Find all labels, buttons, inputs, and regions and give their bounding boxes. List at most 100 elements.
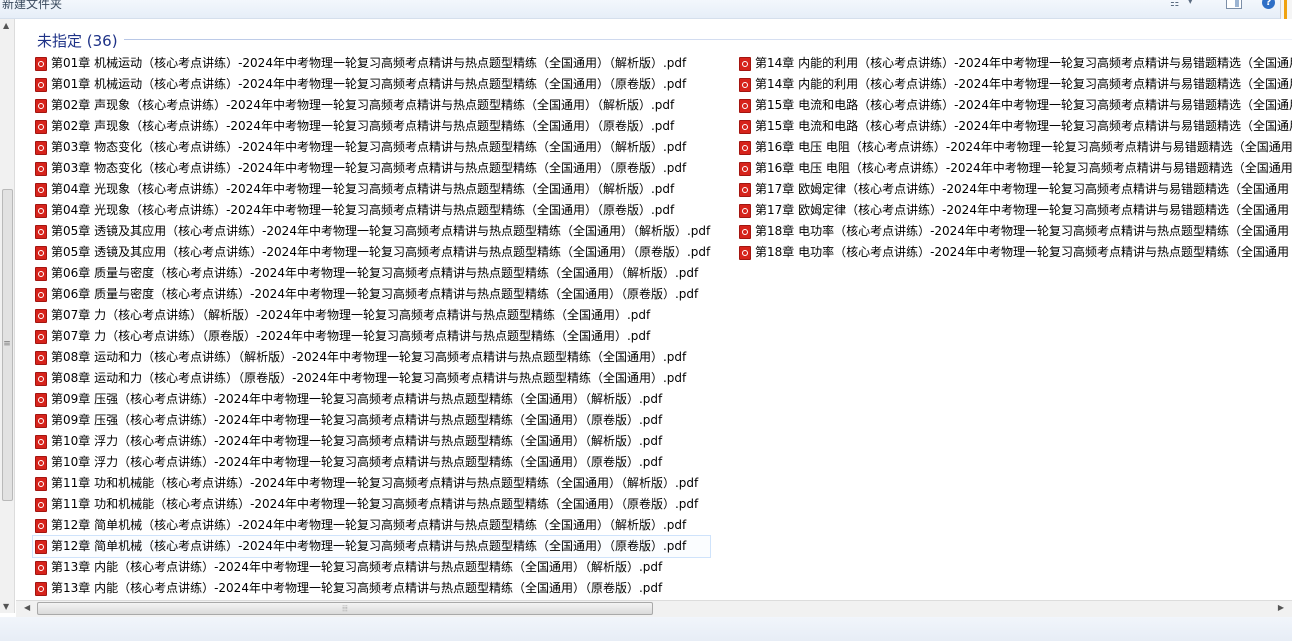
file-item[interactable]: 第05章 透镜及其应用（核心考点讲练）-2024年中考物理一轮复习高频考点精讲与… <box>33 242 710 263</box>
pdf-file-icon <box>35 581 47 596</box>
file-item[interactable]: 第07章 力（核心考点讲练）（原卷版）-2024年中考物理一轮复习高频考点精讲与… <box>33 326 710 347</box>
file-item[interactable]: 第14章 内能的利用（核心考点讲练）-2024年中考物理一轮复习高频考点精讲与易… <box>737 53 1292 74</box>
file-item[interactable]: 第18章 电功率（核心考点讲练）-2024年中考物理一轮复习高频考点精讲与热点题… <box>737 221 1292 242</box>
nav-pane-scrollbar[interactable]: ▲ ≡ ▼ <box>0 19 15 613</box>
file-name: 第14章 内能的利用（核心考点讲练）-2024年中考物理一轮复习高频考点精讲与易… <box>755 56 1292 70</box>
file-name: 第18章 电功率（核心考点讲练）-2024年中考物理一轮复习高频考点精讲与热点题… <box>755 245 1289 259</box>
file-item[interactable]: 第14章 内能的利用（核心考点讲练）-2024年中考物理一轮复习高频考点精讲与易… <box>737 74 1292 95</box>
pdf-file-icon <box>35 56 47 71</box>
group-title[interactable]: 未指定 (36) <box>37 32 118 50</box>
pdf-file-icon <box>739 203 751 218</box>
preview-pane-icon[interactable] <box>1226 0 1242 9</box>
file-item[interactable]: 第16章 电压 电阻（核心考点讲练）-2024年中考物理一轮复习高频考点精讲与易… <box>737 158 1292 179</box>
pdf-file-icon <box>35 455 47 470</box>
file-item[interactable]: 第06章 质量与密度（核心考点讲练）-2024年中考物理一轮复习高频考点精讲与热… <box>33 263 710 284</box>
group-header[interactable]: 未指定 (36) <box>16 27 1292 50</box>
pdf-file-icon <box>739 56 751 71</box>
pdf-file-icon <box>35 371 47 386</box>
file-item[interactable]: 第12章 简单机械（核心考点讲练）-2024年中考物理一轮复习高频考点精讲与热点… <box>33 515 710 536</box>
file-item[interactable]: 第07章 力（核心考点讲练）（解析版）-2024年中考物理一轮复习高频考点精讲与… <box>33 305 710 326</box>
pdf-file-icon <box>35 392 47 407</box>
file-column-2: 第14章 内能的利用（核心考点讲练）-2024年中考物理一轮复习高频考点精讲与易… <box>737 53 1292 263</box>
file-item[interactable]: 第09章 压强（核心考点讲练）-2024年中考物理一轮复习高频考点精讲与热点题型… <box>33 410 710 431</box>
pdf-file-icon <box>739 140 751 155</box>
pdf-file-icon <box>35 434 47 449</box>
chevron-down-icon[interactable]: ▾ <box>1188 0 1193 7</box>
scroll-up-arrow-icon[interactable]: ▲ <box>3 21 10 30</box>
file-name: 第16章 电压 电阻（核心考点讲练）-2024年中考物理一轮复习高频考点精讲与易… <box>755 140 1292 154</box>
scroll-thumb[interactable]: ⦙⦙⦙ <box>37 602 653 615</box>
file-item[interactable]: 第05章 透镜及其应用（核心考点讲练）-2024年中考物理一轮复习高频考点精讲与… <box>33 221 710 242</box>
file-item[interactable]: 第12章 简单机械（核心考点讲练）-2024年中考物理一轮复习高频考点精讲与热点… <box>31 535 712 558</box>
pane-splitter-icon[interactable]: ≡ <box>3 339 11 349</box>
file-name: 第08章 运动和力（核心考点讲练）（解析版）-2024年中考物理一轮复习高频考点… <box>51 350 687 364</box>
file-item[interactable]: 第01章 机械运动（核心考点讲练）-2024年中考物理一轮复习高频考点精讲与热点… <box>33 74 710 95</box>
file-name: 第01章 机械运动（核心考点讲练）-2024年中考物理一轮复习高频考点精讲与热点… <box>51 77 687 91</box>
file-name: 第15章 电流和电路（核心考点讲练）-2024年中考物理一轮复习高频考点精讲与易… <box>755 98 1292 112</box>
pdf-file-icon <box>739 182 751 197</box>
scroll-thumb[interactable] <box>2 189 13 501</box>
file-name: 第10章 浮力（核心考点讲练）-2024年中考物理一轮复习高频考点精讲与热点题型… <box>51 455 663 469</box>
file-name: 第17章 欧姆定律（核心考点讲练）-2024年中考物理一轮复习高频考点精讲与易错… <box>755 203 1289 217</box>
file-item[interactable]: 第10章 浮力（核心考点讲练）-2024年中考物理一轮复习高频考点精讲与热点题型… <box>33 452 710 473</box>
file-item[interactable]: 第03章 物态变化（核心考点讲练）-2024年中考物理一轮复习高频考点精讲与热点… <box>33 137 710 158</box>
file-item[interactable]: 第15章 电流和电路（核心考点讲练）-2024年中考物理一轮复习高频考点精讲与易… <box>737 95 1292 116</box>
scroll-right-arrow-icon[interactable]: ▶ <box>1277 603 1284 612</box>
file-item[interactable]: 第04章 光现象（核心考点讲练）-2024年中考物理一轮复习高频考点精讲与热点题… <box>33 200 710 221</box>
pdf-file-icon <box>739 77 751 92</box>
file-name: 第17章 欧姆定律（核心考点讲练）-2024年中考物理一轮复习高频考点精讲与易错… <box>755 182 1289 196</box>
file-item[interactable]: 第03章 物态变化（核心考点讲练）-2024年中考物理一轮复习高频考点精讲与热点… <box>33 158 710 179</box>
file-item[interactable]: 第11章 功和机械能（核心考点讲练）-2024年中考物理一轮复习高频考点精讲与热… <box>33 473 710 494</box>
file-item[interactable]: 第10章 浮力（核心考点讲练）-2024年中考物理一轮复习高频考点精讲与热点题型… <box>33 431 710 452</box>
pdf-file-icon <box>35 266 47 281</box>
file-list-view[interactable]: 未指定 (36) 第01章 机械运动（核心考点讲练）-2024年中考物理一轮复习… <box>16 19 1292 600</box>
pdf-file-icon <box>35 119 47 134</box>
file-name: 第09章 压强（核心考点讲练）-2024年中考物理一轮复习高频考点精讲与热点题型… <box>51 413 663 427</box>
pdf-file-icon <box>35 287 47 302</box>
pdf-file-icon <box>35 245 47 260</box>
file-item[interactable]: 第15章 电流和电路（核心考点讲练）-2024年中考物理一轮复习高频考点精讲与易… <box>737 116 1292 137</box>
horizontal-scrollbar[interactable]: ◀ ⦙⦙⦙ ▶ <box>16 600 1292 617</box>
file-item[interactable]: 第13章 内能（核心考点讲练）-2024年中考物理一轮复习高频考点精讲与热点题型… <box>33 557 710 578</box>
pdf-file-icon <box>35 98 47 113</box>
file-name: 第11章 功和机械能（核心考点讲练）-2024年中考物理一轮复习高频考点精讲与热… <box>51 497 699 511</box>
file-item[interactable]: 第11章 功和机械能（核心考点讲练）-2024年中考物理一轮复习高频考点精讲与热… <box>33 494 710 515</box>
file-name: 第02章 声现象（核心考点讲练）-2024年中考物理一轮复习高频考点精讲与热点题… <box>51 119 675 133</box>
file-item[interactable]: 第08章 运动和力（核心考点讲练）（解析版）-2024年中考物理一轮复习高频考点… <box>33 347 710 368</box>
file-item[interactable]: 第18章 电功率（核心考点讲练）-2024年中考物理一轮复习高频考点精讲与热点题… <box>737 242 1292 263</box>
file-item[interactable]: 第13章 内能（核心考点讲练）-2024年中考物理一轮复习高频考点精讲与热点题型… <box>33 578 710 599</box>
file-name: 第05章 透镜及其应用（核心考点讲练）-2024年中考物理一轮复习高频考点精讲与… <box>51 245 711 259</box>
file-item[interactable]: 第17章 欧姆定律（核心考点讲练）-2024年中考物理一轮复习高频考点精讲与易错… <box>737 200 1292 221</box>
help-icon[interactable]: ? <box>1262 0 1275 9</box>
file-item[interactable]: 第01章 机械运动（核心考点讲练）-2024年中考物理一轮复习高频考点精讲与热点… <box>33 53 710 74</box>
pdf-file-icon <box>35 182 47 197</box>
scroll-left-arrow-icon[interactable]: ◀ <box>24 603 31 612</box>
scroll-down-arrow-icon[interactable]: ▼ <box>3 602 10 611</box>
file-name: 第13章 内能（核心考点讲练）-2024年中考物理一轮复习高频考点精讲与热点题型… <box>51 560 663 574</box>
file-item[interactable]: 第02章 声现象（核心考点讲练）-2024年中考物理一轮复习高频考点精讲与热点题… <box>33 116 710 137</box>
file-item[interactable]: 第06章 质量与密度（核心考点讲练）-2024年中考物理一轮复习高频考点精讲与热… <box>33 284 710 305</box>
file-name: 第16章 电压 电阻（核心考点讲练）-2024年中考物理一轮复习高频考点精讲与易… <box>755 161 1292 175</box>
status-bar <box>0 617 1292 641</box>
file-name: 第12章 简单机械（核心考点讲练）-2024年中考物理一轮复习高频考点精讲与热点… <box>51 518 687 532</box>
file-item[interactable]: 第16章 电压 电阻（核心考点讲练）-2024年中考物理一轮复习高频考点精讲与易… <box>737 137 1292 158</box>
file-name: 第08章 运动和力（核心考点讲练）（原卷版）-2024年中考物理一轮复习高频考点… <box>51 371 687 385</box>
folder-title: 新建文件夹 <box>2 0 63 11</box>
file-name: 第07章 力（核心考点讲练）（解析版）-2024年中考物理一轮复习高频考点精讲与… <box>51 308 651 322</box>
pdf-file-icon <box>35 77 47 92</box>
view-options-icon[interactable]: ☷ <box>1170 0 1179 9</box>
file-name: 第09章 压强（核心考点讲练）-2024年中考物理一轮复习高频考点精讲与热点题型… <box>51 392 663 406</box>
pdf-file-icon <box>739 119 751 134</box>
file-item[interactable]: 第09章 压强（核心考点讲练）-2024年中考物理一轮复习高频考点精讲与热点题型… <box>33 389 710 410</box>
file-item[interactable]: 第08章 运动和力（核心考点讲练）（原卷版）-2024年中考物理一轮复习高频考点… <box>33 368 710 389</box>
file-name: 第03章 物态变化（核心考点讲练）-2024年中考物理一轮复习高频考点精讲与热点… <box>51 161 687 175</box>
pdf-file-icon <box>35 224 47 239</box>
file-item[interactable]: 第02章 声现象（核心考点讲练）-2024年中考物理一轮复习高频考点精讲与热点题… <box>33 95 710 116</box>
file-item[interactable]: 第17章 欧姆定律（核心考点讲练）-2024年中考物理一轮复习高频考点精讲与易错… <box>737 179 1292 200</box>
file-name: 第10章 浮力（核心考点讲练）-2024年中考物理一轮复习高频考点精讲与热点题型… <box>51 434 663 448</box>
file-item[interactable]: 第04章 光现象（核心考点讲练）-2024年中考物理一轮复习高频考点精讲与热点题… <box>33 179 710 200</box>
file-name: 第06章 质量与密度（核心考点讲练）-2024年中考物理一轮复习高频考点精讲与热… <box>51 266 699 280</box>
file-name: 第05章 透镜及其应用（核心考点讲练）-2024年中考物理一轮复习高频考点精讲与… <box>51 224 711 238</box>
pdf-file-icon <box>739 161 751 176</box>
file-name: 第07章 力（核心考点讲练）（原卷版）-2024年中考物理一轮复习高频考点精讲与… <box>51 329 651 343</box>
